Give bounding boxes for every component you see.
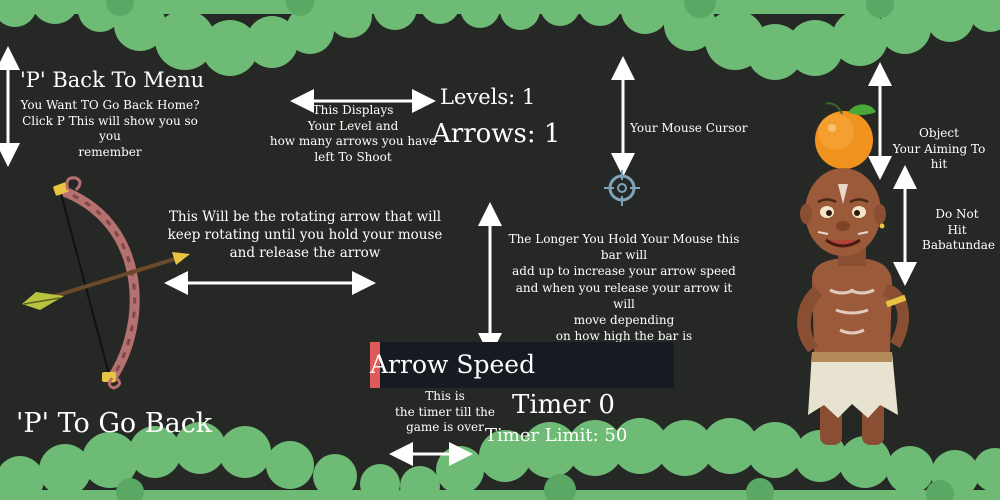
top-foliage [0,0,1000,80]
levels-counter: Levels: 1 [440,85,536,109]
menu-description: You Want TO Go Back Home? Click P This w… [20,98,200,159]
avoid-description: Do Not Hit Babatundae [922,207,996,253]
menu-title: 'P' Back To Menu [20,68,205,92]
timer-description: This is the timer till the game is over [395,389,495,435]
timer-display: Timer 0 [512,390,615,420]
back-label[interactable]: 'P' To Go Back [16,408,213,439]
bottom-foliage [0,418,1000,500]
top-foliage-shade [106,0,894,18]
display-description: This Displays Your Level and how many ar… [269,103,437,164]
timer-limit: Timer Limit: 50 [485,425,628,446]
arrows-counter: Arrows: 1 [432,119,561,149]
arrow-speed-label: Arrow Speed [370,350,536,379]
bottom-foliage-shade [116,474,954,500]
object-description: Object Your Aiming To hit [892,126,986,172]
hold-description: The Longer You Hold Your Mouse this bar … [508,232,740,344]
rotate-description: This Will be the rotating arrow that wil… [167,209,443,261]
arrow-speed-bar: Arrow Speed [370,342,674,388]
cursor-description: Your Mouse Cursor [630,121,748,135]
arrow-speed-fill [370,342,381,388]
